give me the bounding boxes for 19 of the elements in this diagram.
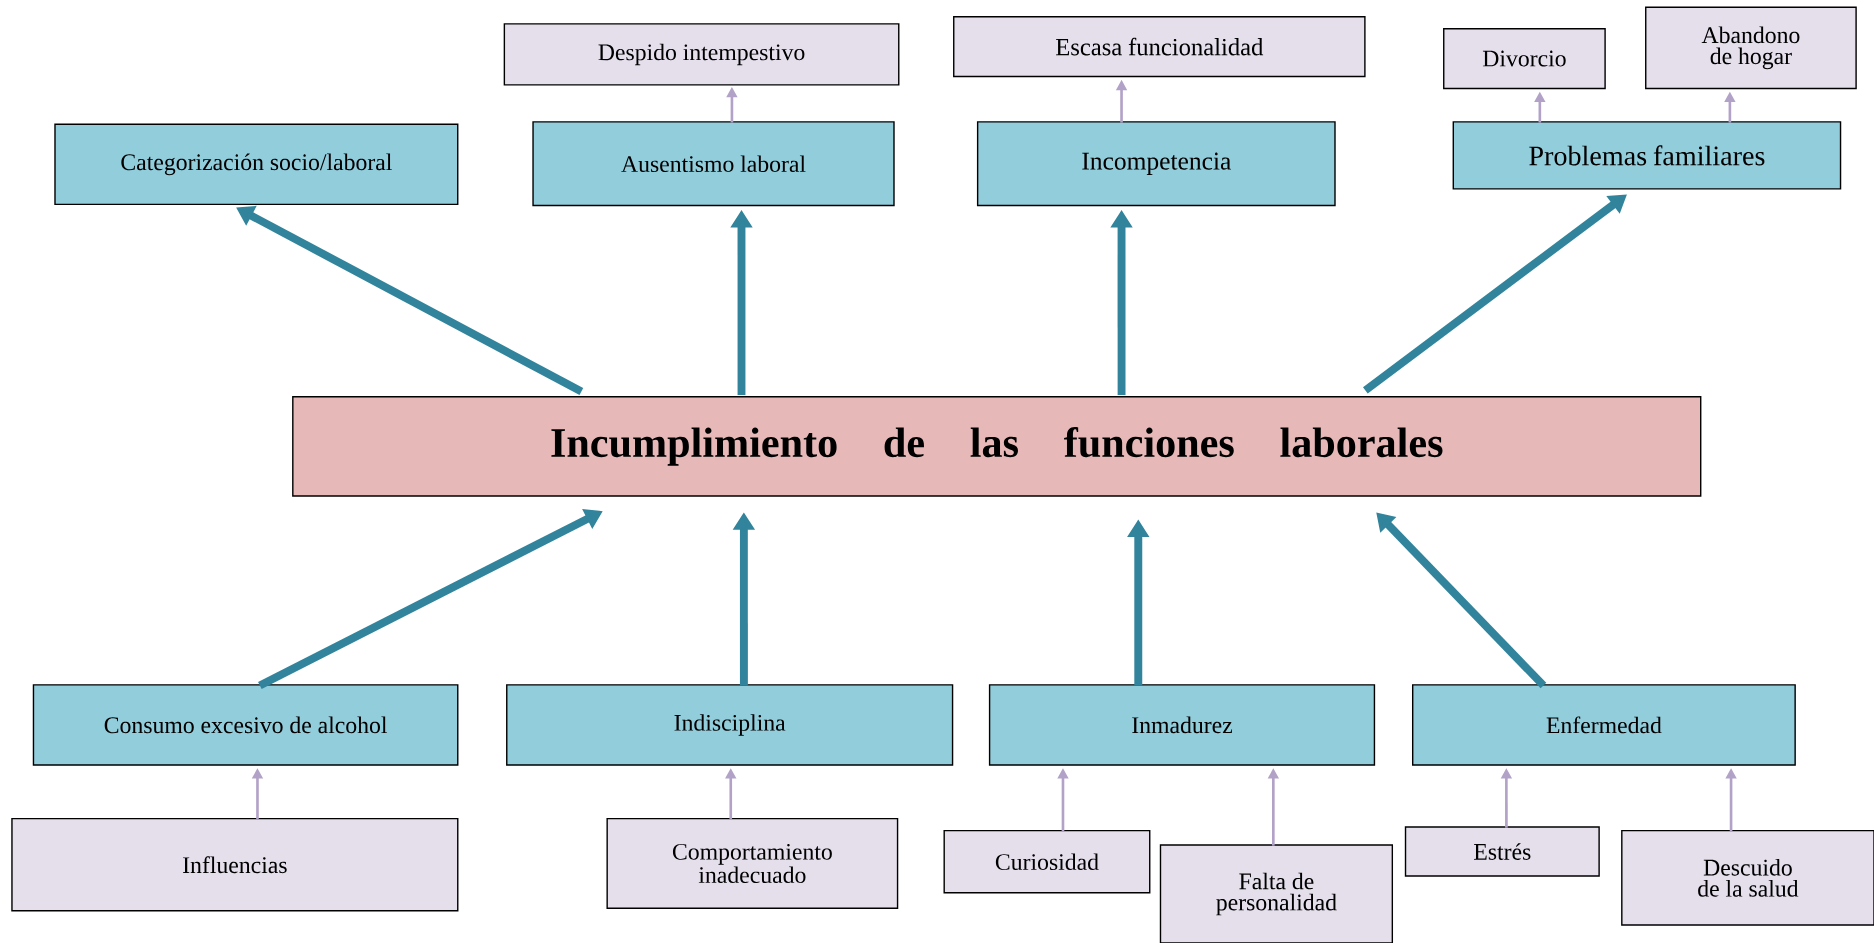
cause-box: Consumo excesivo de alcohol <box>32 684 459 766</box>
consequence-box: Abandono de hogar <box>1645 6 1857 90</box>
root-cause-box: Descuido de la salud <box>1621 829 1874 926</box>
root-cause-box: Curiosidad <box>943 829 1151 894</box>
root-cause-box: Falta de personalidad <box>1159 844 1394 943</box>
consequence-box: Despido intempestivo <box>503 23 900 86</box>
root-cause-box: Influencias <box>11 817 459 912</box>
cause-box: Indisciplina <box>506 684 954 766</box>
effect-box: Ausentismo laboral <box>532 121 895 207</box>
root-cause-box: Estrés <box>1404 826 1600 877</box>
cause-box: Enfermedad <box>1412 684 1796 766</box>
cause-box: Inmadurez <box>988 684 1376 766</box>
consequence-box: Divorcio <box>1443 28 1606 90</box>
central-problem-box: Incumplimiento de las funciones laborales <box>292 396 1702 497</box>
consequence-box: Escasa funcionalidad <box>953 16 1366 78</box>
effect-box: Incompetencia <box>976 121 1336 207</box>
effect-box: Problemas familiares <box>1452 121 1842 190</box>
effect-box: Categorización socio/laboral <box>54 123 459 206</box>
root-cause-box: Comportamiento inadecuado <box>606 817 899 909</box>
